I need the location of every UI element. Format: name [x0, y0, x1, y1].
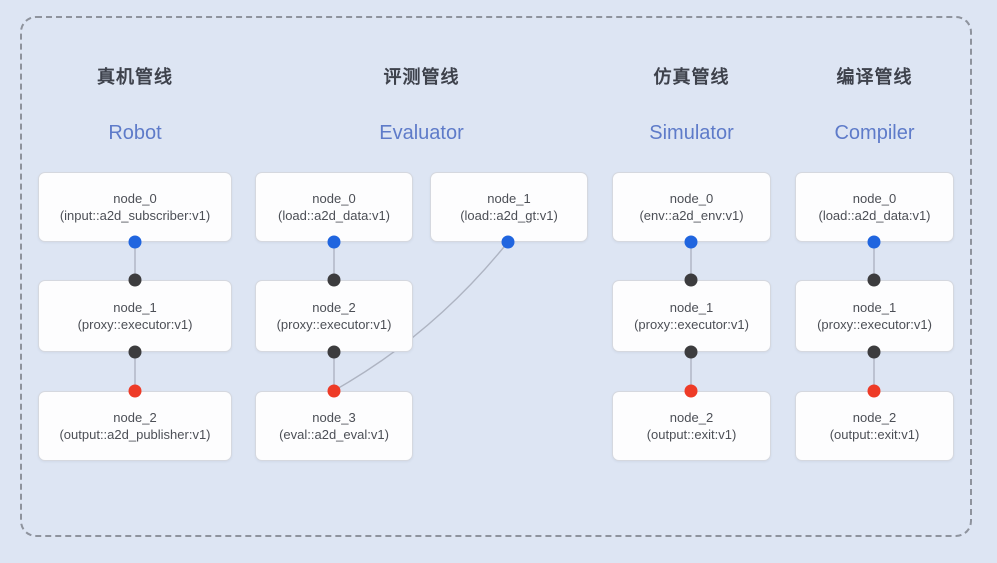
- node-plugin: (output::a2d_publisher:v1): [59, 427, 211, 442]
- node-plugin: (env::a2d_env:v1): [639, 208, 744, 223]
- diagram-frame: [20, 16, 972, 537]
- node-robot-0[interactable]: node_0 (input::a2d_subscriber:v1): [38, 172, 232, 242]
- node-plugin: (load::a2d_gt:v1): [460, 208, 558, 223]
- header-simulator: 仿真管线 Simulator: [612, 0, 771, 160]
- header-compiler: 编译管线 Compiler: [795, 0, 954, 160]
- input-port-dot[interactable]: [867, 384, 881, 398]
- executor-port-dot[interactable]: [128, 345, 142, 359]
- node-name: node_0: [312, 191, 356, 206]
- executor-port-dot[interactable]: [684, 345, 698, 359]
- node-simulator-2[interactable]: node_2 (output::exit:v1): [612, 391, 771, 461]
- node-evaluator-2[interactable]: node_2 (proxy::executor:v1): [255, 280, 413, 352]
- output-port-dot[interactable]: [128, 235, 142, 249]
- executor-port-dot[interactable]: [327, 345, 341, 359]
- executor-port-dot[interactable]: [684, 273, 698, 287]
- pipeline-title-zh: 编译管线: [836, 67, 913, 87]
- node-plugin: (load::a2d_data:v1): [818, 208, 931, 223]
- node-name: node_3: [312, 410, 356, 425]
- input-port-dot[interactable]: [128, 384, 142, 398]
- node-plugin: (proxy::executor:v1): [77, 317, 193, 332]
- output-port-dot[interactable]: [867, 235, 881, 249]
- output-port-dot[interactable]: [501, 235, 515, 249]
- node-plugin: (proxy::executor:v1): [276, 317, 392, 332]
- pipeline-title-en: Simulator: [649, 122, 734, 144]
- node-name: node_0: [852, 191, 897, 206]
- node-simulator-0[interactable]: node_0 (env::a2d_env:v1): [612, 172, 771, 242]
- node-robot-2[interactable]: node_2 (output::a2d_publisher:v1): [38, 391, 232, 461]
- pipeline-title-en: Evaluator: [379, 122, 464, 144]
- node-robot-1[interactable]: node_1 (proxy::executor:v1): [38, 280, 232, 352]
- node-plugin: (output::exit:v1): [829, 427, 920, 442]
- node-compiler-0[interactable]: node_0 (load::a2d_data:v1): [795, 172, 954, 242]
- node-evaluator-1[interactable]: node_1 (load::a2d_gt:v1): [430, 172, 588, 242]
- node-name: node_1: [113, 300, 157, 315]
- node-plugin: (load::a2d_data:v1): [277, 208, 391, 223]
- node-name: node_2: [113, 410, 157, 425]
- node-plugin: (proxy::executor:v1): [817, 317, 932, 332]
- input-port-dot[interactable]: [684, 384, 698, 398]
- executor-port-dot[interactable]: [867, 345, 881, 359]
- node-plugin: (output::exit:v1): [646, 427, 737, 442]
- node-name: node_0: [669, 191, 714, 206]
- node-name: node_2: [312, 300, 356, 315]
- node-name: node_1: [852, 300, 897, 315]
- executor-port-dot[interactable]: [128, 273, 142, 287]
- node-name: node_2: [852, 410, 897, 425]
- header-evaluator: 评测管线 Evaluator: [255, 0, 588, 160]
- node-name: node_1: [487, 191, 531, 206]
- node-name: node_2: [669, 410, 714, 425]
- node-compiler-1[interactable]: node_1 (proxy::executor:v1): [795, 280, 954, 352]
- output-port-dot[interactable]: [327, 235, 341, 249]
- node-name: node_1: [669, 300, 714, 315]
- node-name: node_0: [113, 191, 157, 206]
- node-plugin: (input::a2d_subscriber:v1): [59, 208, 211, 223]
- pipeline-title-en: Compiler: [834, 122, 915, 144]
- executor-port-dot[interactable]: [327, 273, 341, 287]
- input-port-dot[interactable]: [327, 384, 341, 398]
- node-evaluator-0[interactable]: node_0 (load::a2d_data:v1): [255, 172, 413, 242]
- node-simulator-1[interactable]: node_1 (proxy::executor:v1): [612, 280, 771, 352]
- pipeline-title-zh: 仿真管线: [653, 67, 730, 87]
- pipeline-title-zh: 评测管线: [383, 67, 460, 87]
- pipeline-title-en: Robot: [108, 122, 162, 144]
- header-robot: 真机管线 Robot: [38, 0, 232, 160]
- pipeline-title-zh: 真机管线: [97, 67, 173, 87]
- edge-curve-gt-to-eval: [334, 241, 509, 391]
- output-port-dot[interactable]: [684, 235, 698, 249]
- node-evaluator-3[interactable]: node_3 (eval::a2d_eval:v1): [255, 391, 413, 461]
- node-plugin: (eval::a2d_eval:v1): [279, 427, 389, 442]
- node-plugin: (proxy::executor:v1): [634, 317, 749, 332]
- node-compiler-2[interactable]: node_2 (output::exit:v1): [795, 391, 954, 461]
- executor-port-dot[interactable]: [867, 273, 881, 287]
